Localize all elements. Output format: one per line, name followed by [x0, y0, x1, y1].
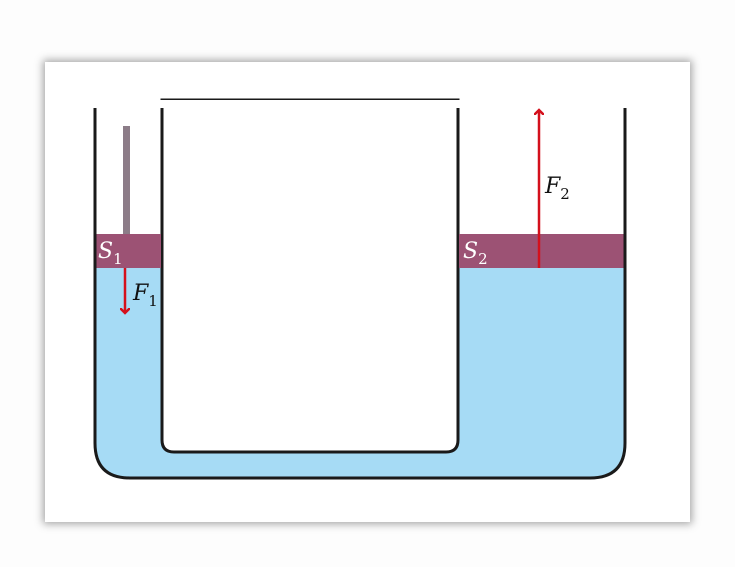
- inner-block: [160, 98, 460, 454]
- piston-rod: [123, 126, 130, 234]
- container-outer-wall: [93, 108, 627, 480]
- label-f2: F2: [544, 174, 570, 203]
- label-f1: F1: [132, 281, 158, 310]
- piston-s1: [96, 234, 161, 268]
- label-s1: S1: [98, 239, 123, 268]
- piston-s2: [459, 234, 624, 268]
- label-s2: S2: [463, 239, 488, 268]
